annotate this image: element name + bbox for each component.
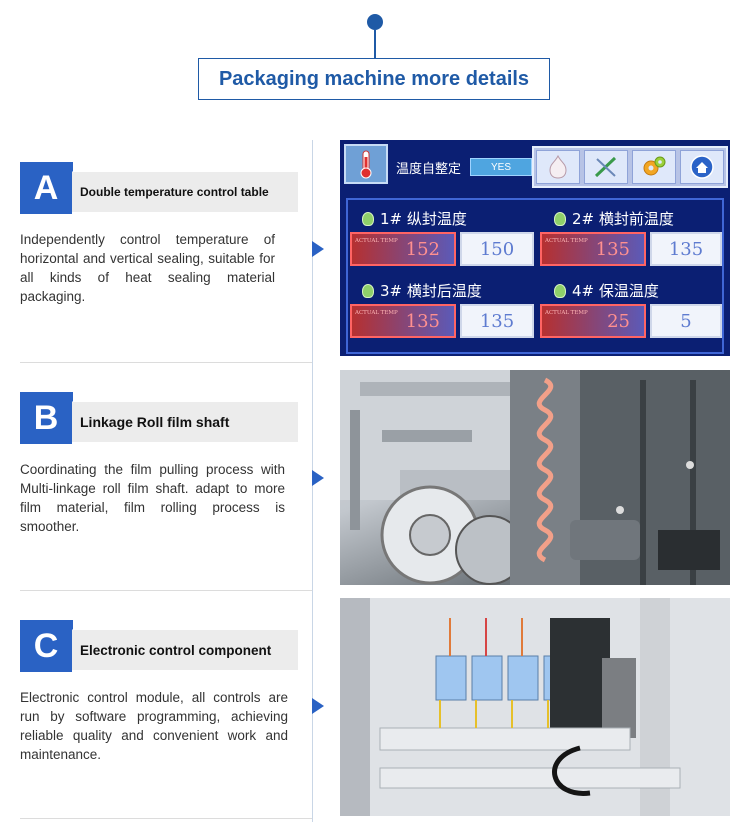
feature-letter: B (20, 392, 73, 444)
zone-label: 2# 横封前温度 (572, 210, 674, 228)
zone-4-title: 4# 保温温度 (554, 280, 659, 301)
thermometer-icon (360, 150, 372, 179)
bulb-icon (554, 283, 566, 298)
actual-tag: ACTUAL TEMP (545, 238, 588, 244)
zone-label: 1# 纵封温度 (380, 210, 467, 228)
tools-icon[interactable] (584, 150, 628, 184)
garlic-icon[interactable] (536, 150, 580, 184)
arrow-right-icon (312, 698, 324, 714)
zone-label: 4# 保温温度 (572, 282, 659, 300)
zone-3-actual: ACTUAL TEMP 135 (350, 304, 456, 338)
zone-1-title: 1# 纵封温度 (362, 208, 467, 229)
feature-title: Linkage Roll film shaft (72, 402, 298, 442)
feature-title: Electronic control component (72, 630, 298, 670)
arrow-right-icon (312, 241, 324, 257)
actual-tag: ACTUAL TEMP (545, 310, 588, 316)
actual-tag: ACTUAL TEMP (355, 238, 398, 244)
hmi-icon-bar (532, 146, 728, 188)
zone-1-actual: ACTUAL TEMP 152 (350, 232, 456, 266)
feature-description: Coordinating the film pulling process wi… (20, 462, 285, 534)
zone-label: 3# 横封后温度 (380, 282, 482, 300)
gear-icon[interactable] (632, 150, 676, 184)
thermometer-button[interactable] (344, 144, 388, 184)
zone-2-set[interactable]: 135 (650, 232, 722, 266)
feature-description: Electronic control module, all controls … (20, 690, 288, 762)
zone-2-actual: ACTUAL TEMP 135 (540, 232, 646, 266)
zone-4-actual: ACTUAL TEMP 25 (540, 304, 646, 338)
yes-button[interactable]: YES (470, 158, 532, 176)
bulb-icon (362, 211, 374, 226)
actual-value: 152 (405, 238, 440, 260)
roll-film-shaft-photo (340, 370, 730, 585)
self-tune-label: 温度自整定 (396, 162, 462, 177)
hmi-screen: 温度自整定 YES 1# 纵封温度 ACTUAL TEMP 152 150 2#… (340, 140, 730, 356)
actual-value: 135 (595, 238, 630, 260)
actual-tag: ACTUAL TEMP (355, 310, 398, 316)
feature-title: Double temperature control table (72, 172, 298, 212)
zone-3-title: 3# 横封后温度 (362, 280, 482, 301)
page-title: Packaging machine more details (198, 58, 550, 100)
separator (20, 818, 312, 819)
zone-4-set[interactable]: 5 (650, 304, 722, 338)
zone-3-set[interactable]: 135 (460, 304, 534, 338)
feature-letter: C (20, 620, 73, 672)
zone-1-set[interactable]: 150 (460, 232, 534, 266)
actual-value: 135 (405, 310, 440, 332)
feature-description: Independently control temperature of hor… (20, 232, 275, 304)
arrow-right-icon (312, 470, 324, 486)
temperature-zones: 1# 纵封温度 ACTUAL TEMP 152 150 2# 横封前温度 ACT… (346, 198, 724, 354)
home-icon[interactable] (680, 150, 724, 184)
zone-2-title: 2# 横封前温度 (554, 208, 674, 229)
actual-value: 25 (607, 310, 630, 332)
control-cabinet-photo (340, 598, 730, 816)
separator (20, 590, 312, 591)
header-connector (374, 30, 376, 58)
feature-letter: A (20, 162, 73, 214)
bulb-icon (554, 211, 566, 226)
bulb-icon (362, 283, 374, 298)
header-dot (367, 14, 383, 30)
separator (20, 362, 312, 363)
